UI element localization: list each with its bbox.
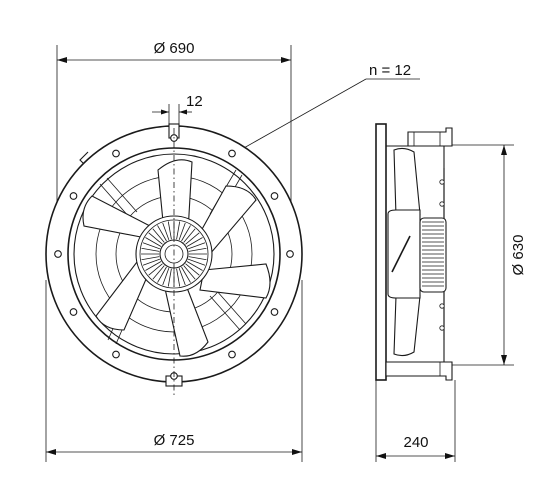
bolt-hole	[54, 250, 62, 258]
dimension-630-label: Ø 630	[510, 235, 527, 276]
fan-blade	[157, 159, 193, 233]
hub-fin	[142, 258, 161, 266]
side-motor-fins	[422, 221, 444, 287]
hub-fin	[162, 267, 170, 286]
dimension-slot-12: 12	[152, 93, 203, 128]
hub-fin	[145, 261, 162, 271]
hub-fin	[141, 247, 160, 252]
hub-fin	[167, 221, 172, 240]
side-blade-bottom	[393, 295, 421, 357]
bolt-hole	[112, 350, 120, 359]
side-blade-top	[393, 147, 421, 217]
hub-fin	[162, 222, 170, 241]
hub-fin	[183, 265, 196, 280]
side-bottom-bracket	[385, 361, 453, 381]
side-motor	[419, 217, 447, 293]
hole-count-label: n = 12	[369, 62, 411, 79]
front-view: Ø 690 Ø 725 12 n = 12	[45, 40, 420, 462]
side-view: Ø 630 240	[375, 123, 527, 462]
hub-fin	[148, 263, 163, 276]
dimension-725: Ø 725	[45, 280, 303, 462]
bolt-hole	[286, 250, 294, 258]
bolt-hole	[228, 350, 236, 359]
hub-fin	[152, 228, 165, 243]
fan-blade	[199, 263, 271, 299]
hub-fin	[181, 266, 191, 283]
side-top-bracket	[407, 127, 453, 147]
bolt-hole	[270, 308, 279, 316]
fan-blade	[163, 279, 209, 357]
hub-fin	[157, 225, 167, 242]
hub-fin	[176, 221, 181, 240]
hub-fin	[157, 266, 167, 283]
dimension-240-label: 240	[403, 434, 428, 451]
fan-blade	[95, 257, 151, 331]
dimension-slot-label: 12	[186, 93, 203, 110]
bolt-holes	[54, 134, 294, 380]
dimension-725-label: Ø 725	[154, 432, 195, 449]
dimension-690-label: Ø 690	[154, 40, 195, 57]
hub-fin	[148, 232, 163, 245]
bolt-hole	[270, 192, 279, 200]
hub-fin	[176, 268, 181, 287]
side-front-flange	[375, 123, 387, 381]
fan-blades	[82, 159, 271, 357]
dimension-240: 240	[375, 380, 456, 462]
flange-lug-left	[79, 151, 89, 165]
hub-fin	[145, 237, 162, 247]
hub-fin	[188, 256, 207, 261]
hub-fin	[167, 268, 172, 287]
hub-fin	[187, 258, 206, 266]
hole-count-callout: n = 12	[234, 62, 420, 154]
motor-hub-ring	[139, 219, 209, 289]
fan-blade	[195, 185, 257, 255]
hub-fin	[178, 222, 186, 241]
bolt-hole	[69, 192, 78, 200]
hub-fin	[186, 261, 203, 271]
hub-fin	[152, 265, 165, 280]
fan-blade	[82, 195, 151, 239]
bolt-hole	[228, 149, 236, 158]
motor-cooling-fins	[141, 221, 207, 287]
side-hub	[387, 209, 421, 299]
hub-fin	[188, 247, 207, 252]
bolt-hole	[112, 149, 120, 158]
hub-fin	[185, 232, 200, 245]
hub-fin	[186, 237, 203, 247]
hub-fin	[185, 263, 200, 276]
hub-fin	[183, 228, 196, 243]
hub-fin	[141, 256, 160, 261]
hub-fin	[142, 242, 161, 250]
hub-fin	[178, 267, 186, 286]
dimension-630: Ø 630	[452, 144, 527, 366]
hub-fin	[187, 242, 206, 250]
side-hub-blade-root	[391, 235, 411, 273]
hub-fin	[181, 225, 191, 242]
bolt-hole	[69, 308, 78, 316]
